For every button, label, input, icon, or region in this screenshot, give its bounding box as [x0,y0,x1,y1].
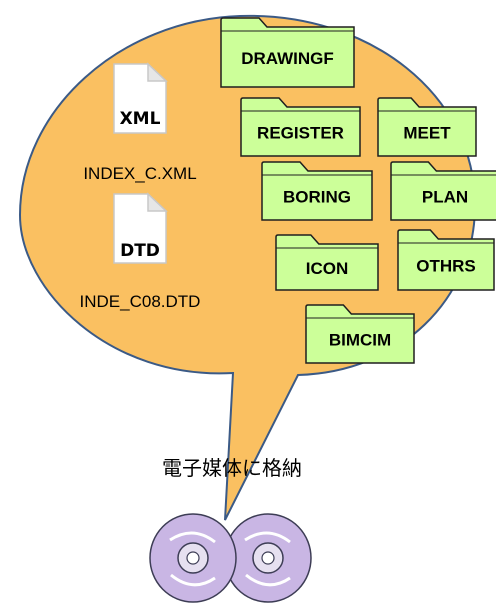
disc-front [149,513,237,603]
folder-icon [390,161,496,221]
xml-file-name: INDEX_C.XML [83,164,196,183]
folder-group: DRAWINGF REGISTER MEET BORING PLAN ICON OTHRS B… [220,17,496,364]
dtd-file-icon: DTD [113,192,168,264]
speech-bubble [18,14,477,521]
folder-icon [240,97,361,157]
folder-othrs: OTHRS [397,229,495,291]
folder-boring: BORING [261,161,373,221]
folder-label: BORING [283,188,351,207]
disc-back [224,513,312,603]
folder-icon [377,97,477,157]
xml-badge: XML [120,109,161,129]
folder-label: BIMCIM [329,331,391,350]
folder-meet: MEET [377,97,477,157]
folder-label: REGISTER [257,124,344,143]
cd-disc-icon [149,513,312,603]
dtd-badge: DTD [120,241,160,261]
dtd-file-name: INDE_C08.DTD [80,292,201,311]
folder-label: OTHRS [416,257,476,276]
folder-label: PLAN [422,188,468,207]
folder-icon [220,17,355,88]
folder-label: MEET [403,124,451,143]
folder-bimcim: BIMCIM [305,304,415,364]
folder-label: DRAWINGF [241,49,334,68]
xml-file-icon: XML [113,62,168,134]
storage-label: 電子媒体に格納 [162,456,302,480]
folder-icon [397,229,495,291]
folder-plan: PLAN [390,161,496,221]
folder-icon [261,161,373,221]
folder-label: ICON [306,259,349,278]
folder-register: REGISTER [240,97,361,157]
folder-icon [305,304,415,364]
folder-icon: ICON [275,234,379,291]
folder-icon [275,234,379,291]
folder-drawingf: DRAWINGF [220,17,355,88]
